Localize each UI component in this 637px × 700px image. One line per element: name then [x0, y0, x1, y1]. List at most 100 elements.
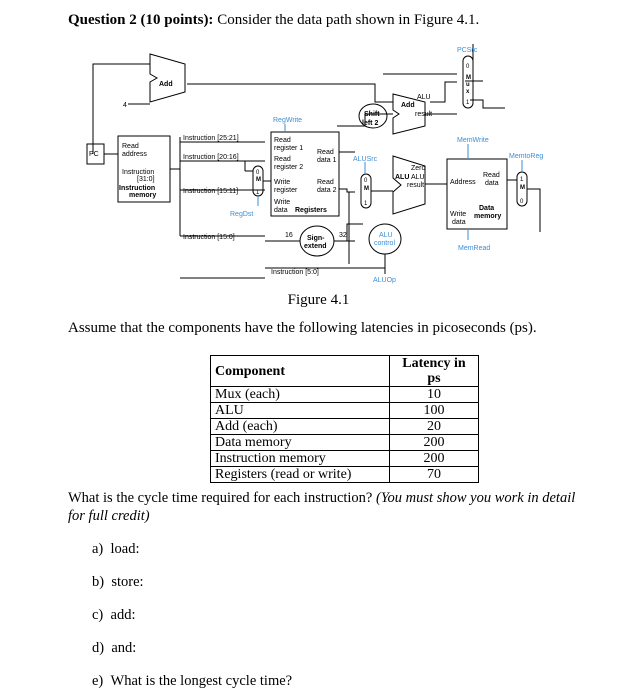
label-read-data1-a: Read	[317, 149, 334, 156]
subquestion-text: store:	[111, 574, 144, 590]
subquestion-letter: e)	[92, 673, 104, 689]
label-four: 4	[123, 102, 127, 109]
label-regdst: RegDst	[230, 211, 253, 218]
table-cell-component: Instruction memory	[210, 450, 390, 467]
table-row: Data memory 200	[210, 434, 479, 451]
label-read-data2-a: Read	[317, 179, 334, 186]
label-alu: ALU	[395, 174, 409, 181]
mux-alusrc-0: 0	[364, 178, 368, 184]
table-cell-latency: 200	[389, 434, 479, 451]
table-header-latency: Latency in ps	[389, 355, 479, 387]
subquestion-b: b) store:	[92, 574, 144, 591]
label-write-reg-a: Write	[274, 179, 290, 186]
table-cell-component: Registers (read or write)	[210, 466, 390, 483]
label-add-alu: ALU	[417, 94, 431, 101]
mux-memtoreg-1: 1	[520, 177, 524, 183]
label-write-data-b: data	[274, 207, 288, 214]
label-pcsrc: PCSrc	[457, 47, 478, 54]
label-alu-control-b: control	[374, 240, 395, 247]
label-data-dm-b: memory	[474, 213, 501, 220]
question-text: What is the cycle time required for each…	[68, 489, 588, 525]
subquestion-text: and:	[111, 640, 137, 656]
label-alu-result-b: result	[407, 182, 424, 189]
label-instr-20-16: Instruction [20:16]	[183, 154, 239, 161]
table-cell-component: Add (each)	[210, 418, 390, 435]
label-pc: PC	[89, 151, 99, 158]
label-read-reg2-a: Read	[274, 156, 291, 163]
label-memwrite: MemWrite	[457, 137, 489, 144]
table-cell-component: ALU	[210, 402, 390, 419]
label-regwrite: RegWrite	[273, 117, 302, 124]
subquestion-letter: a)	[92, 541, 104, 557]
mux-alusrc-m: M	[364, 186, 369, 192]
label-aluop: ALUOp	[373, 277, 396, 284]
table-cell-latency: 200	[389, 450, 479, 467]
label-write-data-a: Write	[274, 199, 290, 206]
label-instr-25-21: Instruction [25:21]	[183, 135, 239, 142]
label-shift: Shift	[364, 111, 380, 118]
subquestion-text: What is the longest cycle time?	[110, 673, 293, 689]
label-address-dm: Address	[450, 179, 476, 186]
question-header: Question 2 (10 points): Consider the dat…	[68, 12, 479, 29]
label-data-dm-a: Data	[479, 205, 494, 212]
table-header-row: Component Latency in ps	[210, 355, 479, 387]
mux-pc-0: 0	[466, 64, 470, 70]
mux-regdst-1: 1	[256, 190, 260, 196]
label-extend: extend	[304, 243, 327, 250]
mux-pc-u: u	[466, 82, 470, 88]
label-read-reg1-a: Read	[274, 137, 291, 144]
label-registers: Registers	[295, 207, 327, 214]
table-row: Mux (each) 10	[210, 386, 479, 403]
label-read-data2-b: data 2	[317, 187, 337, 194]
table-cell-component: Mux (each)	[210, 386, 390, 403]
subquestion-d: d) and:	[92, 640, 136, 657]
latency-table: Component Latency in ps Mux (each) 10 AL…	[210, 355, 479, 483]
label-write-reg-b: register	[274, 187, 298, 194]
table-row: Instruction memory 200	[210, 450, 479, 467]
subquestion-letter: c)	[92, 607, 104, 623]
subquestion-e: e) What is the longest cycle time?	[92, 673, 292, 690]
mux-regdst-0: 0	[256, 170, 260, 176]
label-sixteen: 16	[285, 232, 293, 239]
table-row: ALU 100	[210, 402, 479, 419]
mux-memtoreg-0: 0	[520, 199, 524, 205]
table-cell-component: Data memory	[210, 434, 390, 451]
mux-pc-m: M	[466, 75, 471, 81]
subquestion-text: add:	[110, 607, 136, 623]
mux-alusrc-1: 1	[364, 201, 368, 207]
label-sign: Sign-	[307, 235, 325, 242]
label-read-dm-b: data	[485, 180, 499, 187]
label-memory: memory	[129, 192, 156, 199]
table-cell-latency: 20	[389, 418, 479, 435]
subquestion-c: c) add:	[92, 607, 135, 624]
label-instr-15-11: Instruction [15:11]	[183, 188, 238, 195]
table-header-component: Component	[210, 355, 390, 387]
label-address: address	[122, 151, 147, 158]
question-note: (You must show you work in detail for fu…	[68, 490, 576, 524]
label-instruction-bold: Instruction	[119, 185, 155, 192]
table-row: Registers (read or write) 70	[210, 466, 479, 483]
subquestion-letter: b)	[92, 574, 105, 590]
label-memtoreg: MemtoReg	[509, 153, 543, 160]
subquestion-a: a) load:	[92, 541, 140, 558]
label-zero: Zero	[411, 165, 426, 172]
question-intro: Consider the data path shown in Figure 4…	[213, 12, 480, 28]
question-main: What is the cycle time required for each…	[68, 490, 376, 506]
label-read-data1-b: data 1	[317, 157, 337, 164]
label-instruction: Instruction	[122, 169, 154, 176]
label-write-dm-a: Write	[450, 211, 466, 218]
label-write-dm-b: data	[452, 219, 466, 226]
mux-pc-1: 1	[466, 100, 470, 106]
label-read-dm-a: Read	[483, 172, 500, 179]
label-alu-control-a: ALU	[379, 232, 393, 239]
table-cell-latency: 100	[389, 402, 479, 419]
label-memread: MemRead	[458, 245, 490, 252]
label-add: Add	[401, 102, 415, 109]
table-row: Add (each) 20	[210, 418, 479, 435]
mux-pc-x: x	[466, 89, 470, 95]
mux-regdst-m: M	[256, 177, 261, 183]
label-alu-result-a: ALU	[411, 174, 425, 181]
table-cell-latency: 10	[389, 386, 479, 403]
label-instr-5-0: Instruction [5:0]	[271, 269, 319, 276]
label-instr-15-0: Instruction [15:0]	[183, 234, 235, 241]
